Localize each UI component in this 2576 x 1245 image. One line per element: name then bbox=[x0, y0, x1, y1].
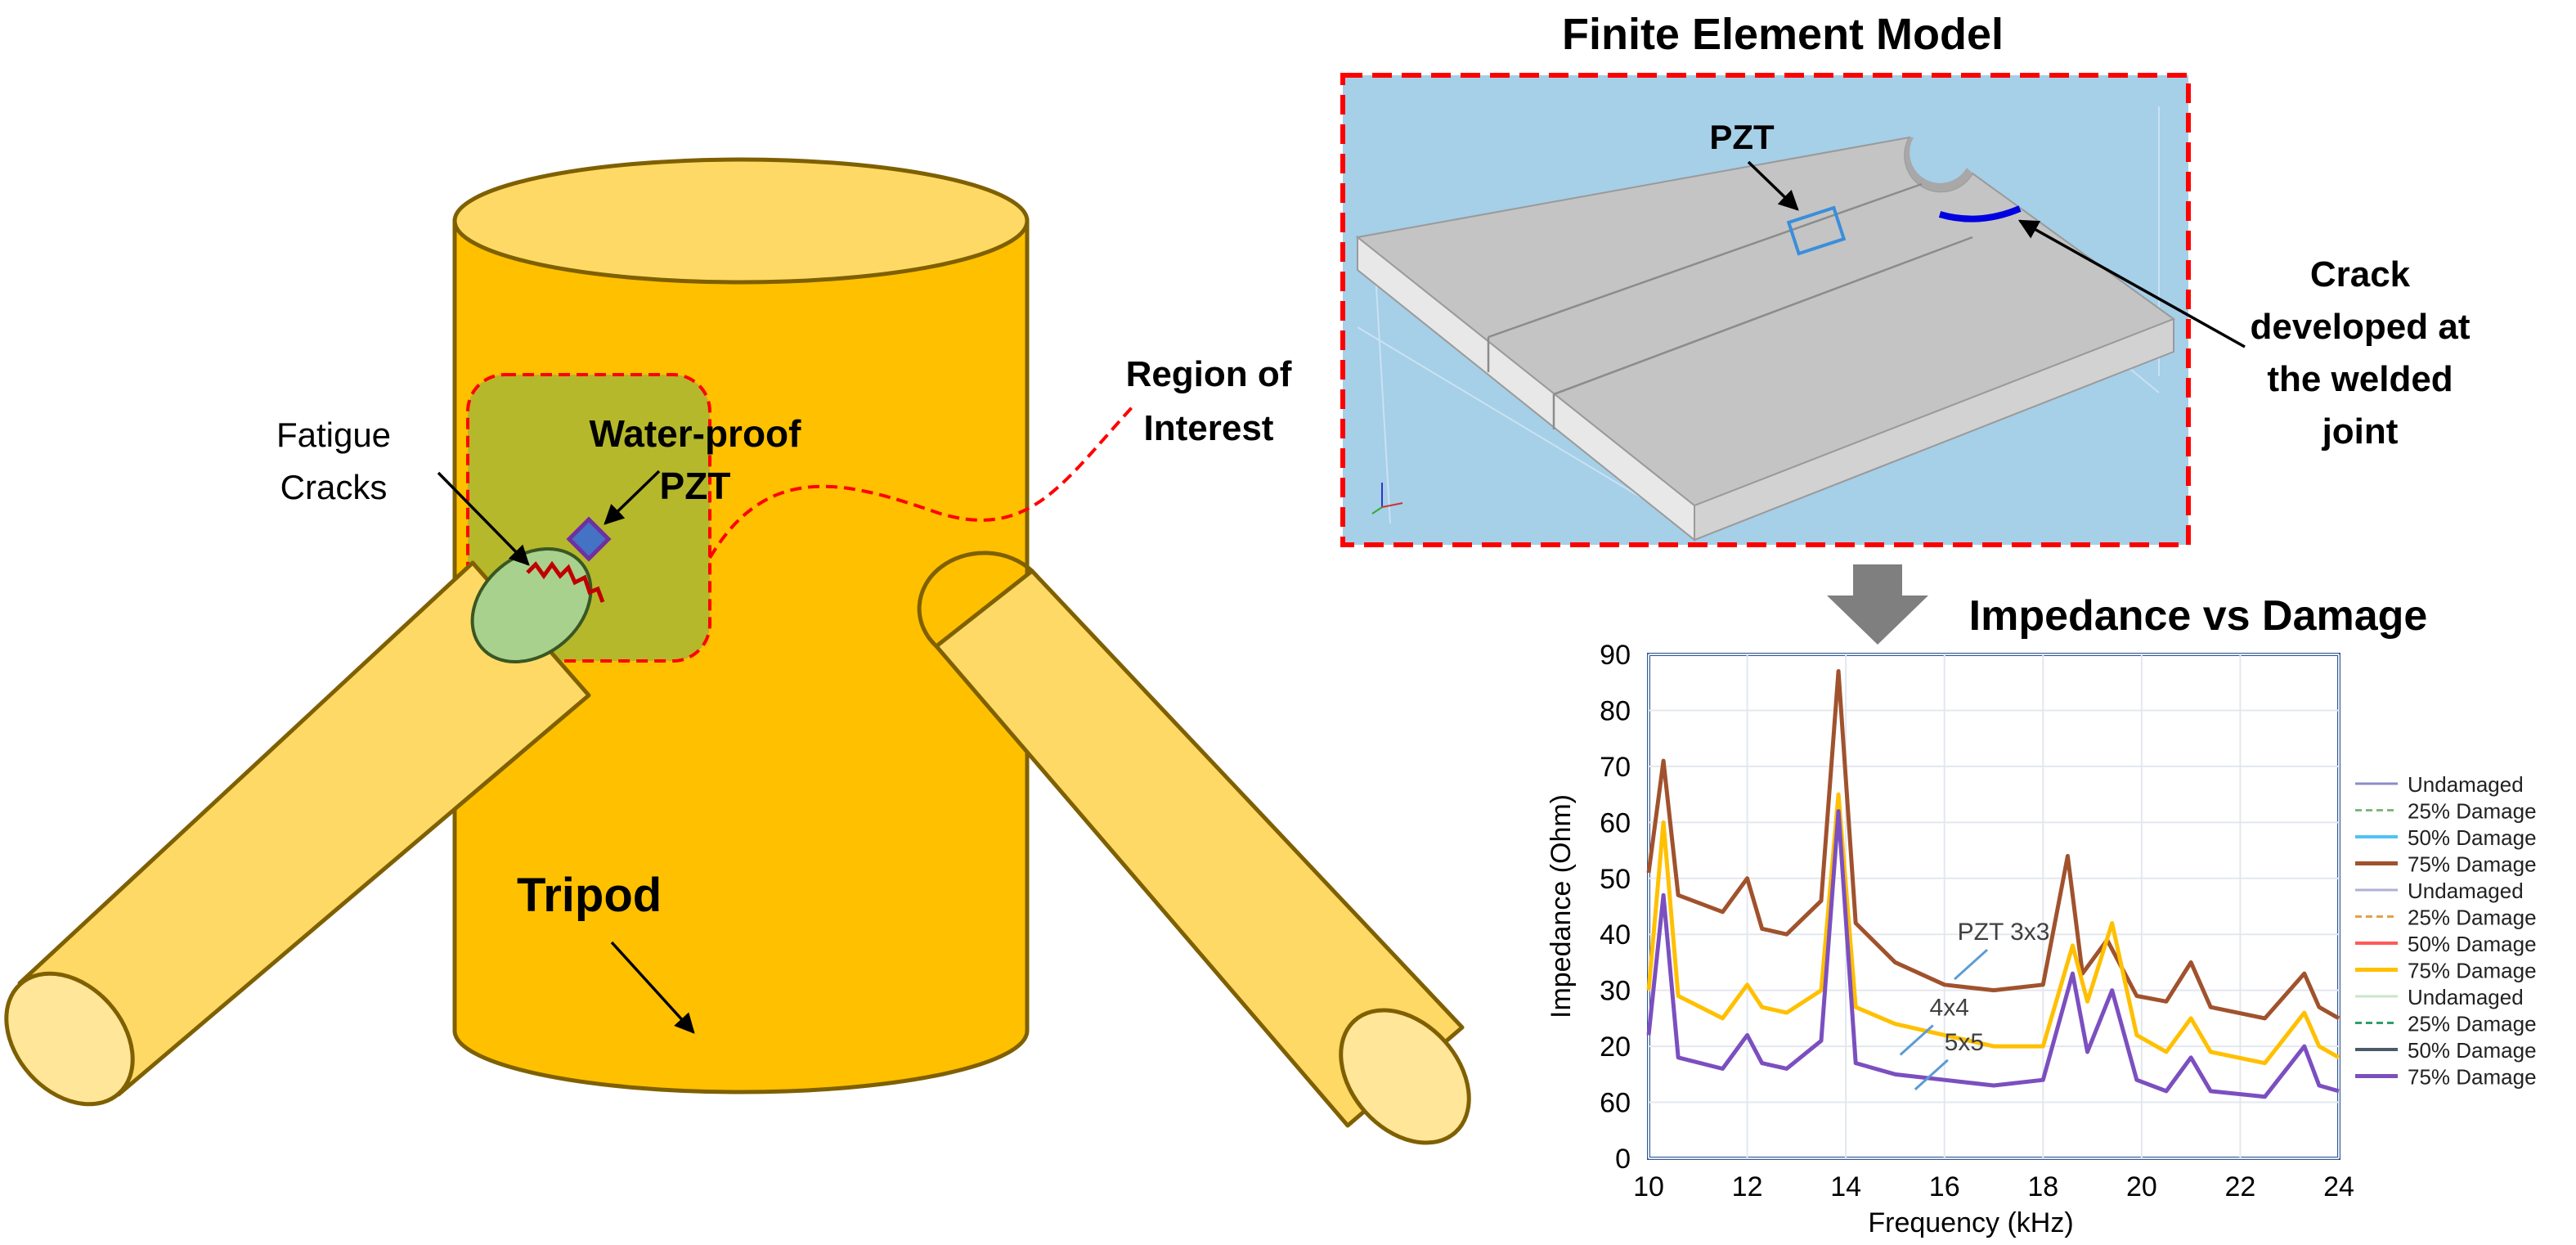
fem-axis-triad bbox=[1371, 483, 1403, 515]
region-of-interest-label-1: Region of bbox=[1126, 354, 1292, 394]
impedance-chart: Impedance vs Damage PZT 3x3 4x4 5x5 10 12 14… bbox=[1546, 592, 2537, 1238]
y-tick-label: 0 bbox=[1615, 1144, 1631, 1175]
x-tick-label: 18 bbox=[2027, 1171, 2058, 1202]
waterproof-pzt-label-1: Water-proof bbox=[590, 412, 802, 455]
legend-label: 75% Damage bbox=[2408, 1065, 2537, 1090]
chart-annotation: 5x5 bbox=[1945, 1029, 1984, 1056]
chart-series bbox=[1646, 669, 2340, 1099]
x-tick-label: 22 bbox=[2225, 1171, 2256, 1202]
crack-label-2: developed at bbox=[2251, 307, 2471, 347]
right-brace-end bbox=[1339, 1008, 1471, 1145]
fem-title: Finite Element Model bbox=[1562, 10, 2004, 59]
x-tick-label: 14 bbox=[1830, 1171, 1861, 1202]
x-tick-label: 16 bbox=[1929, 1171, 1960, 1202]
finite-element-model: Finite Element Model bbox=[1340, 10, 2471, 547]
x-tick-label: 12 bbox=[1732, 1171, 1763, 1202]
legend-label: 25% Damage bbox=[2408, 1012, 2537, 1036]
y-tick-label: 60 bbox=[1600, 1088, 1631, 1119]
flow-down-arrow bbox=[1827, 564, 1928, 645]
fatigue-crack bbox=[526, 560, 605, 603]
series-line-3x3-3 bbox=[1646, 669, 2340, 1021]
chart-y-ticks: 0 60 20 30 40 50 60 70 80 90 bbox=[1600, 640, 1631, 1175]
region-connector-curve bbox=[708, 404, 1135, 560]
chart-grid bbox=[1648, 654, 2340, 1159]
chart-y-label: Impedance (Ohm) bbox=[1546, 794, 1577, 1018]
fatigue-cracks-arrow bbox=[437, 471, 530, 566]
x-tick-label: 24 bbox=[2323, 1171, 2354, 1202]
y-tick-label: 20 bbox=[1600, 1032, 1631, 1063]
x-tick-label: 10 bbox=[1633, 1171, 1664, 1202]
tripod-arrow bbox=[610, 941, 695, 1034]
waterproof-pzt-patch bbox=[566, 516, 612, 562]
crack-label-3: the welded bbox=[2267, 359, 2453, 399]
tripod-cylinder-top bbox=[452, 157, 1030, 285]
series-line-4x4-7 bbox=[1646, 792, 2340, 1066]
fem-block-side bbox=[1694, 317, 2174, 542]
right-brace bbox=[917, 551, 1471, 1145]
legend-label: 75% Damage bbox=[2408, 959, 2537, 983]
legend-label: 25% Damage bbox=[2408, 906, 2537, 930]
y-tick-label: 40 bbox=[1600, 919, 1631, 951]
chart-annotation-arrow bbox=[1899, 1024, 1934, 1056]
legend-label: 50% Damage bbox=[2408, 825, 2537, 850]
fem-partition-lines bbox=[1487, 182, 1973, 429]
fatigue-cracks-label-2: Cracks bbox=[280, 468, 388, 506]
legend-label: Undamaged bbox=[2408, 772, 2524, 797]
crack-label-4: joint bbox=[2322, 411, 2399, 452]
chart-annotations: PZT 3x3 4x4 5x5 bbox=[1899, 919, 2050, 1091]
legend-label: Undamaged bbox=[2408, 879, 2524, 903]
chart-plot-area bbox=[1647, 653, 2340, 1160]
pzt-arrow bbox=[604, 470, 661, 525]
fem-pzt-arrow bbox=[1747, 160, 1799, 211]
region-of-interest-label-2: Interest bbox=[1144, 408, 1274, 448]
waterproof-pzt-label-2: PZT bbox=[660, 465, 731, 507]
left-brace-end bbox=[4, 971, 135, 1107]
crack-label-1: Crack bbox=[2310, 254, 2411, 294]
chart-x-ticks: 10 12 14 16 18 20 22 24 bbox=[1633, 1171, 2354, 1202]
chart-annotation-arrow bbox=[1954, 948, 1989, 981]
fem-crack-arc bbox=[1938, 205, 2022, 222]
y-tick-label: 70 bbox=[1600, 752, 1631, 783]
chart-annotation: 4x4 bbox=[1930, 994, 1969, 1021]
chart-annotation: PZT 3x3 bbox=[1958, 919, 2050, 946]
legend-label: 50% Damage bbox=[2408, 1038, 2537, 1063]
fatigue-cracks-label-1: Fatigue bbox=[276, 416, 391, 454]
legend-label: 75% Damage bbox=[2408, 852, 2537, 877]
tripod-illustration: Fatigue Cracks Water-proof PZT Region of… bbox=[4, 157, 1471, 1145]
tripod-label: Tripod bbox=[517, 869, 662, 922]
fem-border bbox=[1340, 73, 2191, 547]
y-tick-label: 60 bbox=[1600, 807, 1631, 838]
series-line-5x5-11 bbox=[1646, 809, 2340, 1099]
legend-label: 50% Damage bbox=[2408, 932, 2537, 956]
fem-weld-notch bbox=[1905, 137, 1972, 192]
chart-annotation-arrow bbox=[1914, 1058, 1949, 1091]
y-tick-label: 30 bbox=[1600, 976, 1631, 1007]
impedance-title: Impedance vs Damage bbox=[1969, 592, 2428, 640]
legend-label: 25% Damage bbox=[2408, 799, 2537, 824]
legend-label: Undamaged bbox=[2408, 985, 2524, 1009]
y-tick-label: 50 bbox=[1600, 864, 1631, 895]
y-tick-label: 80 bbox=[1600, 695, 1631, 726]
fem-pzt-square bbox=[1786, 205, 1847, 256]
crack-arrow bbox=[2017, 219, 2246, 348]
y-tick-label: 90 bbox=[1600, 640, 1631, 671]
fem-pzt-label: PZT bbox=[1709, 118, 1775, 156]
x-tick-label: 20 bbox=[2126, 1171, 2157, 1202]
chart-x-label: Frequency (kHz) bbox=[1868, 1207, 2073, 1238]
